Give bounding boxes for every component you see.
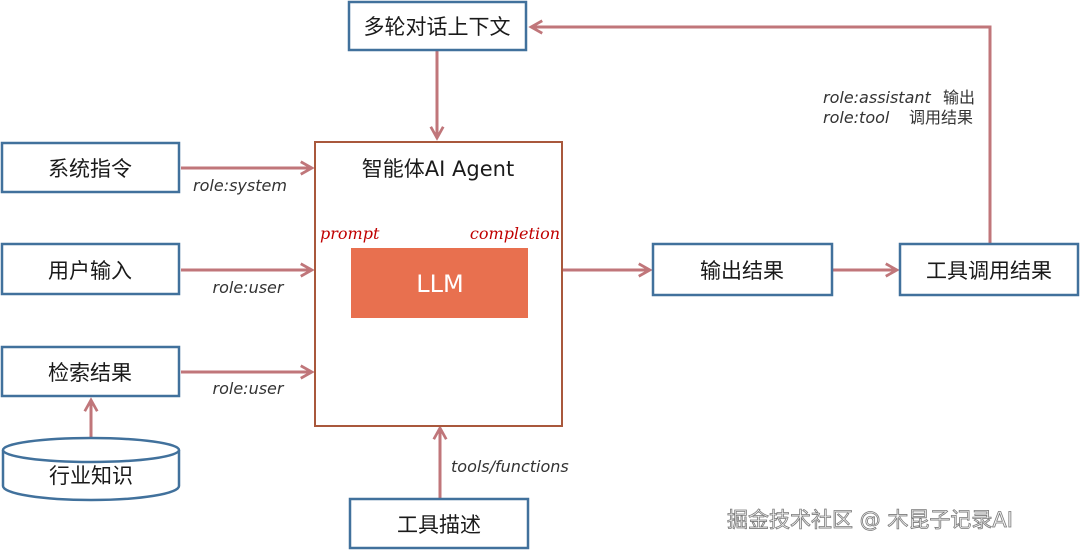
node-retrieval-label: 检索结果 [48, 361, 132, 385]
node-system-label: 系统指令 [48, 157, 132, 181]
completion-label: completion [470, 224, 560, 243]
node-user-input-label: 用户输入 [48, 259, 132, 283]
node-tool-desc-label: 工具描述 [397, 513, 481, 537]
node-system: 系统指令 [0, 141, 181, 194]
feedback-role-assistant: role:assistant [823, 88, 932, 107]
feedback-label: role:assistant 输出 role:tool 调用结果 [823, 88, 975, 127]
role-user-label-2: role:user [213, 379, 285, 398]
edge-tool-result-to-context [531, 27, 992, 243]
node-output: 输出结果 [651, 242, 834, 297]
node-tool-result-label: 工具调用结果 [926, 259, 1052, 283]
node-agent: 智能体AI Agent prompt completion LLM [314, 141, 563, 427]
feedback-assistant-text: 输出 [943, 88, 975, 107]
node-context: 多轮对话上下文 [347, 0, 528, 52]
node-tool-result: 工具调用结果 [898, 242, 1080, 297]
feedback-tool-text: 调用结果 [909, 108, 973, 127]
node-retrieval: 检索结果 [0, 345, 181, 398]
feedback-role-tool: role:tool [823, 108, 890, 127]
role-user-label-1: role:user [213, 278, 285, 297]
node-context-label: 多轮对话上下文 [364, 15, 511, 39]
node-knowledge-label: 行业知识 [49, 464, 133, 488]
node-user-input: 用户输入 [0, 242, 181, 296]
tools-functions-label: tools/functions [451, 457, 569, 476]
node-tool-desc: 工具描述 [348, 497, 530, 550]
llm-block [351, 248, 528, 318]
llm-label: LLM [416, 270, 463, 298]
node-knowledge-database: 行业知识 [1, 436, 181, 502]
node-output-label: 输出结果 [700, 259, 784, 283]
watermark: 掘金技术社区 @ 木昆子记录AI [727, 508, 1013, 532]
role-system-label: role:system [193, 176, 287, 195]
agent-title: 智能体AI Agent [362, 157, 514, 181]
prompt-label: prompt [320, 224, 380, 243]
